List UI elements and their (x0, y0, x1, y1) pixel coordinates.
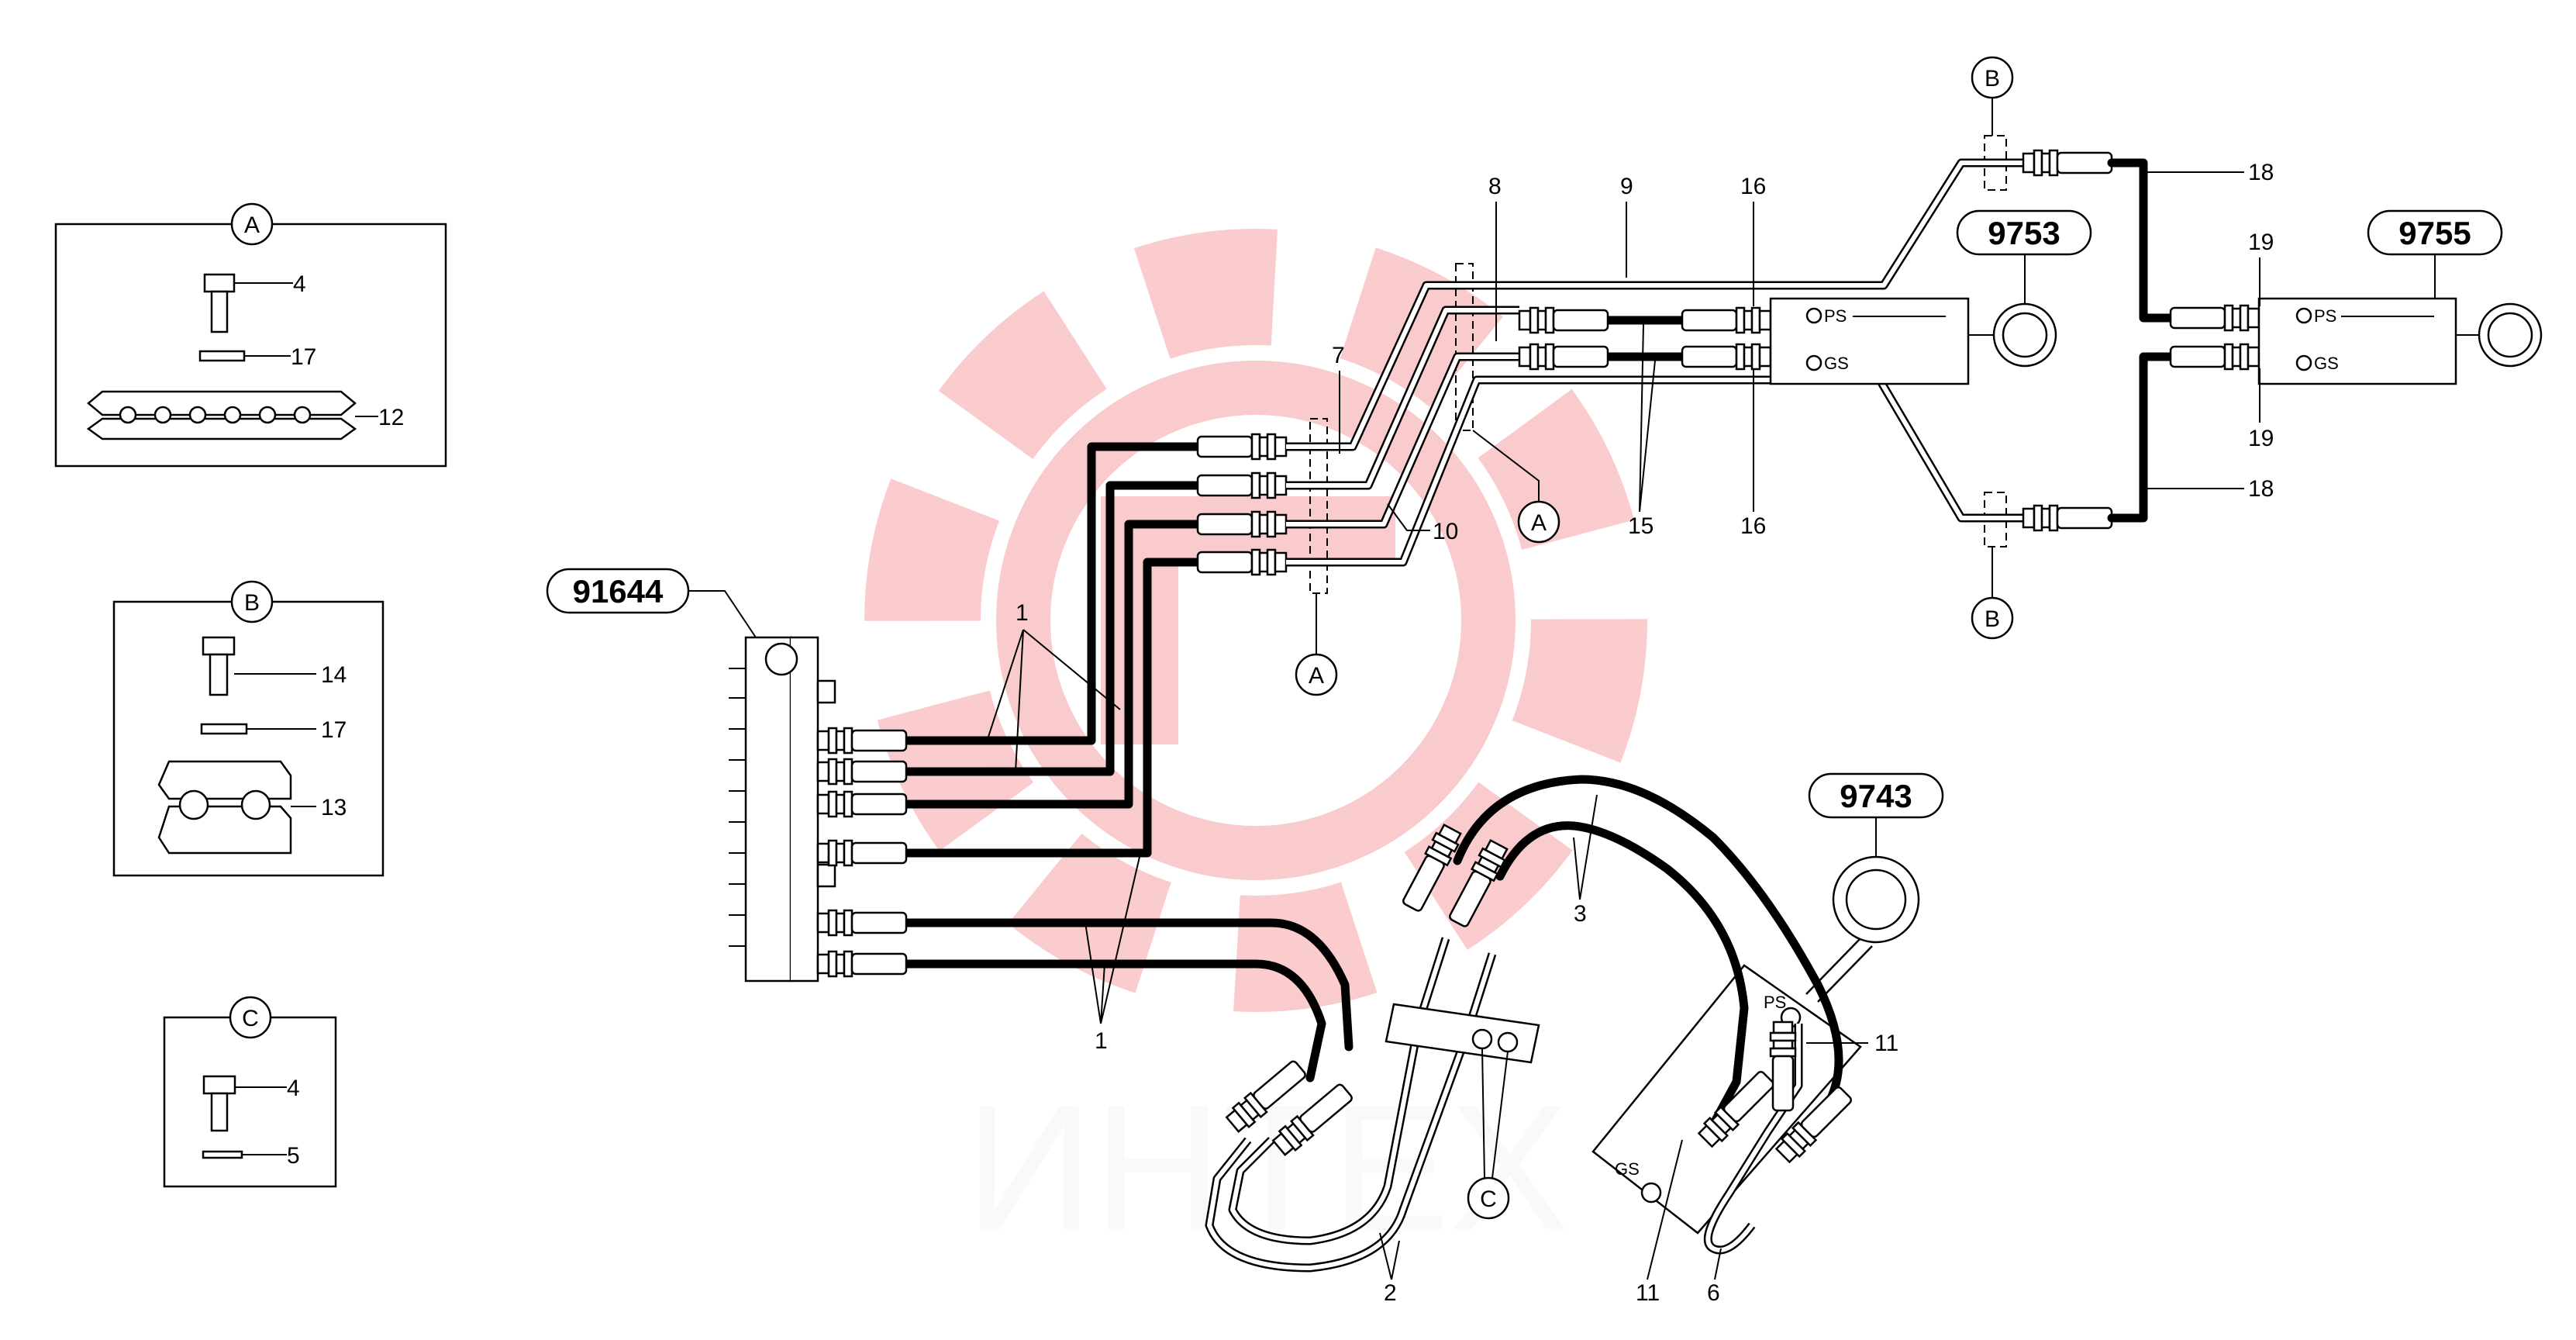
callout-18-top: 18 (2248, 160, 2274, 185)
steel-tubes (1286, 158, 2023, 567)
callout-18: 18 (2147, 476, 2274, 502)
section-marker-c: C (1467, 1048, 1510, 1220)
washer-icon (200, 723, 248, 735)
callout-1: 1 (1085, 856, 1140, 1054)
callout-1-top: 1 (1016, 600, 1029, 626)
callout-2: 2 (1384, 1280, 1397, 1306)
callout-19-bottom: 19 (2248, 426, 2274, 451)
detail-b-item-2: 17 (321, 717, 347, 743)
callout-16: 16 (1740, 368, 1766, 539)
callout-3: 3 (1573, 794, 1598, 927)
section-marker-b: B (1971, 547, 2014, 640)
cyl-9755-port-ps: PS (2314, 306, 2336, 326)
hose-group-1 (816, 433, 1354, 1083)
detail-a-marker (230, 202, 274, 246)
callout-6: 6 (1707, 1248, 1722, 1306)
detail-b-title: B (244, 590, 260, 616)
section-marker-a: A (1472, 430, 1560, 544)
callout-8: 8 (1488, 174, 1502, 199)
cyl-9755-label: 9755 (2398, 215, 2471, 251)
section-marker-a-1: A (1309, 663, 1324, 689)
detail-b-item-1: 14 (321, 662, 347, 688)
bolt-icon (202, 1075, 236, 1132)
detail-c-item-2: 5 (287, 1143, 300, 1169)
detail-box-c: C 4 5 (163, 996, 337, 1188)
valve-block-91644: 91644 (546, 568, 836, 983)
hose-group-3 (1398, 775, 1856, 1166)
callout-9: 9 (1620, 174, 1633, 278)
cyl-9753-port-ps: PS (1824, 306, 1847, 326)
clamp-rail-icon (86, 390, 357, 440)
washer-icon (202, 1150, 243, 1159)
detail-c-title: C (242, 1006, 259, 1031)
detail-c-marker (229, 996, 272, 1039)
detail-box-b: B 14 17 13 (112, 580, 385, 877)
section-marker-a-2: A (1531, 510, 1547, 536)
section-marker-b-2: B (1985, 606, 2000, 632)
bolt-icon (203, 273, 236, 333)
clamp-block-icon (157, 760, 292, 855)
clamp-a-dashed (1455, 263, 1474, 431)
cyl-9743-port-ps: PS (1764, 993, 1786, 1012)
detail-a-title: A (244, 212, 260, 238)
detail-a-item-1: 4 (293, 271, 306, 297)
callout-1-bottom: 1 (1095, 1028, 1108, 1054)
section-marker-a: A (1295, 593, 1338, 696)
section-marker-c-1: C (1480, 1186, 1497, 1212)
callout-1: 1 (988, 600, 1121, 772)
callout-10: 10 (1387, 503, 1458, 544)
detail-box-a: A 4 17 12 (54, 202, 447, 468)
callout-9: 9 (1620, 174, 1633, 199)
detail-a-item-2: 17 (291, 344, 316, 370)
callout-18-bottom: 18 (2248, 476, 2274, 502)
callout-11: 11 (1636, 1139, 1683, 1306)
cyl-9755-port-gs: GS (2314, 354, 2339, 373)
bolt-icon (202, 636, 236, 696)
cyl-9753-port-gs: GS (1824, 354, 1849, 373)
detail-c-item-1: 4 (287, 1076, 300, 1101)
callout-19: 19 (2248, 368, 2274, 451)
tube-group-6 (1703, 1021, 1803, 1255)
callout-19: 19 (2248, 230, 2274, 306)
cyl-9753-label: 9753 (1988, 215, 2060, 251)
callout-10: 10 (1433, 519, 1458, 544)
detail-a-item-3: 12 (378, 405, 404, 430)
callout-8: 8 (1488, 174, 1502, 341)
detail-b-item-3: 13 (321, 795, 347, 820)
cyl-9743-port-gs: GS (1615, 1159, 1640, 1179)
callout-16-bottom: 16 (1740, 513, 1766, 539)
hose-group-18 (2022, 149, 2260, 532)
callout-11-right: 11 (1874, 1031, 1898, 1056)
callout-11-bottom: 11 (1636, 1280, 1660, 1306)
cylinder-9743: PS GS 9743 (1591, 772, 1944, 1235)
hose-group-15 (1518, 306, 1772, 371)
callout-15: 15 (1628, 323, 1656, 539)
section-marker-b: B (1971, 56, 2014, 136)
callout-6: 6 (1707, 1280, 1720, 1306)
cyl-9743-label: 9743 (1840, 778, 1912, 814)
callout-15: 15 (1628, 513, 1654, 539)
washer-icon (198, 350, 246, 362)
callout-7: 7 (1332, 343, 1345, 368)
tube-group-2 (1205, 937, 1497, 1273)
callout-2: 2 (1379, 1232, 1400, 1306)
valve-block-label: 91644 (573, 573, 664, 610)
section-marker-b-1: B (1985, 66, 2000, 92)
callout-7: 7 (1332, 343, 1345, 454)
callout-11: 11 (1806, 1031, 1898, 1056)
clamp-a-dashed (1309, 418, 1328, 594)
callout-16: 16 (1740, 174, 1766, 306)
cylinder-9755: PS GS 9755 (2257, 209, 2543, 385)
detail-b-marker (230, 580, 274, 623)
clamp-c (1385, 1003, 1540, 1064)
callout-18: 18 (2147, 160, 2274, 185)
cylinder-9753: PS GS 9753 (1769, 209, 2092, 385)
callout-3: 3 (1574, 901, 1587, 927)
callout-19-top: 19 (2248, 230, 2274, 255)
callout-16-top: 16 (1740, 174, 1766, 199)
